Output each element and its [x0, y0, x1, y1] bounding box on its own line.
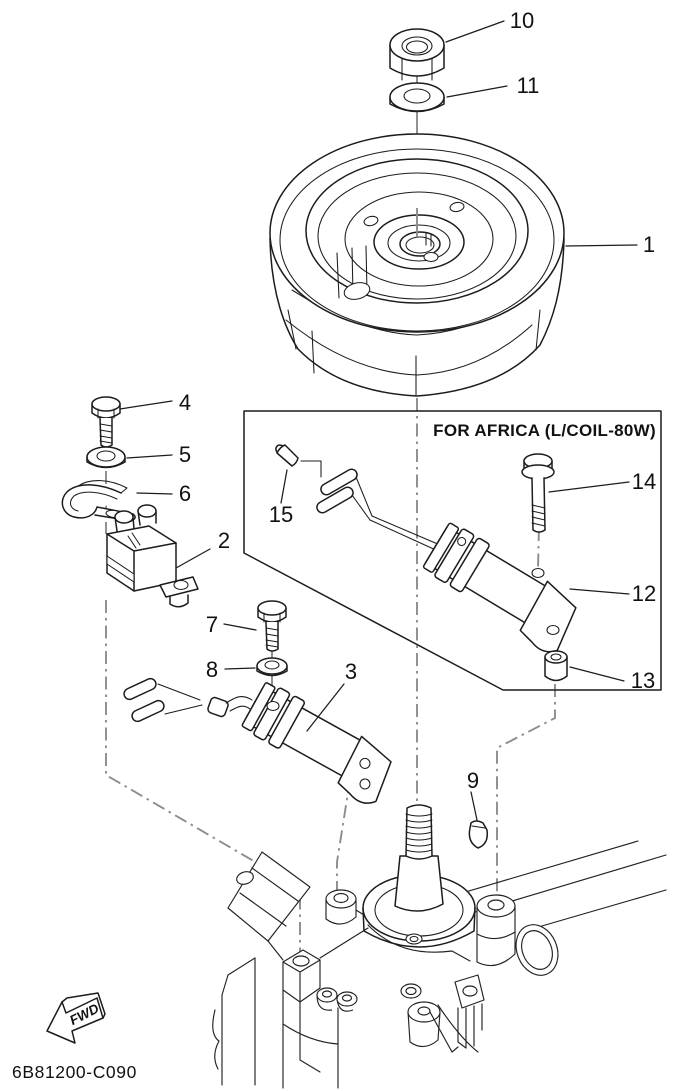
lighting-coil-drawing [422, 522, 577, 653]
callout-13: 13 [631, 668, 655, 693]
nut-drawing [389, 28, 445, 81]
callout-leader-lines [119, 20, 638, 821]
variant-box: FOR AFRICA (L/COIL-80W) [243, 410, 662, 691]
bolt-4-drawing [91, 396, 121, 448]
coil-mount-boss [476, 906, 516, 967]
callout-11: 11 [517, 73, 540, 98]
crankshaft-drawing [362, 804, 476, 948]
bolt-14-drawing [521, 453, 555, 533]
callout-1: 1 [643, 232, 655, 257]
cdi-unit-drawing [106, 504, 199, 608]
crankcase-port [515, 924, 559, 976]
woodruff-key-drawing [468, 820, 489, 849]
flywheel-rim-hole [343, 282, 371, 300]
crankcase-bracket [227, 851, 311, 942]
callout-3: 3 [345, 659, 357, 684]
callout-4: 4 [179, 390, 191, 415]
flywheel-drawing [269, 133, 565, 397]
coil3-wire-terminals [123, 677, 253, 723]
crankcase-drawing [212, 840, 667, 1089]
bushing-13-drawing [544, 650, 568, 682]
callout-14: 14 [632, 469, 656, 494]
coil3-bolt-hole [266, 700, 280, 712]
callout-6: 6 [179, 481, 191, 506]
variant-box-label: FOR AFRICA (L/COIL-80W) [433, 421, 656, 440]
callout-12: 12 [632, 581, 656, 606]
terminal-cap-drawing [275, 444, 322, 478]
callout-2: 2 [218, 528, 230, 553]
coil12-bolt-hole [531, 567, 545, 579]
fwd-arrow: FWD [46, 992, 106, 1044]
callout-15: 15 [269, 502, 293, 527]
drawing-code: 6B81200-C090 [12, 1062, 137, 1082]
washer-11-drawing [389, 82, 445, 113]
coil12-wire-terminals [316, 468, 441, 552]
callout-numbers: 1 2 3 4 5 6 7 8 9 10 11 12 13 14 15 [179, 8, 656, 793]
washer-8-drawing [256, 657, 288, 677]
clamp-drawing [61, 480, 136, 522]
callout-5: 5 [179, 442, 191, 467]
callout-8: 8 [206, 657, 218, 682]
callout-9: 9 [467, 768, 479, 793]
washer-5-drawing [86, 446, 126, 469]
bolt-7-drawing [257, 600, 287, 652]
callout-10: 10 [510, 8, 534, 33]
callout-7: 7 [206, 612, 218, 637]
pulser-coil-drawing [241, 682, 392, 804]
